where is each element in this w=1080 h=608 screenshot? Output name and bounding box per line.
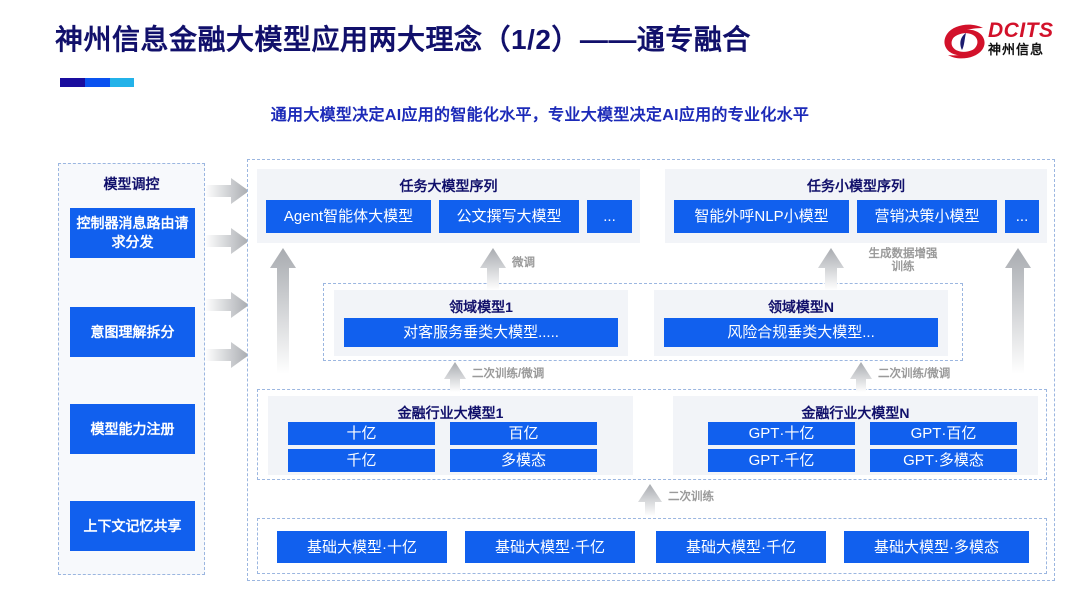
flow-arrow-right-3 xyxy=(205,292,249,318)
chip-industryn-gpt-hundred-billion[interactable]: GPT·千亿 xyxy=(708,449,855,472)
industry-model-dashed-group: 金融行业大模型1 十亿 百亿 千亿 多模态 金融行业大模型N GPT·十亿 GP… xyxy=(257,389,1047,480)
sidebar-item-intent-parsing[interactable]: 意图理解拆分 xyxy=(70,307,195,357)
arrow-up-retrain-finetune-right xyxy=(850,362,872,392)
accent-segment-3 xyxy=(109,78,134,87)
dcits-swirl-icon xyxy=(944,24,985,59)
chip-industry1-multimodal[interactable]: 多模态 xyxy=(450,449,597,472)
industry-model-1-title: 金融行业大模型1 xyxy=(397,405,504,421)
chip-industryn-gpt-billion[interactable]: GPT·十亿 xyxy=(708,422,855,445)
chip-marketing-decision-small-model[interactable]: 营销决策小模型 xyxy=(857,200,997,233)
accent-bar xyxy=(60,78,134,87)
chip-risk-compliance-vertical-model[interactable]: 风险合规垂类大模型... xyxy=(664,318,938,347)
logo-text-en: DCITS xyxy=(988,19,1054,42)
arrow-label-fine-tune: 微调 xyxy=(512,257,535,269)
chip-industry1-hundred-billion[interactable]: 千亿 xyxy=(288,449,435,472)
architecture-panel: 任务大模型序列 Agent智能体大模型 公文撰写大模型 ... 任务小模型序列 … xyxy=(247,159,1055,581)
chip-outbound-nlp-small-model[interactable]: 智能外呼NLP小模型 xyxy=(674,200,849,233)
domain-model-1-title: 领域模型1 xyxy=(449,299,513,315)
arrow-up-fine-tune xyxy=(480,248,506,290)
chip-industryn-gpt-ten-billion[interactable]: GPT·百亿 xyxy=(870,422,1017,445)
chip-agent-large-model[interactable]: Agent智能体大模型 xyxy=(266,200,431,233)
task-small-model-group: 任务小模型序列 智能外呼NLP小模型 营销决策小模型 ... xyxy=(665,169,1047,243)
domain-model-n-group: 领域模型N 风险合规垂类大模型... xyxy=(654,290,948,356)
arrow-up-retrain-finetune-left xyxy=(444,362,466,392)
industry-model-n-title: 金融行业大模型N xyxy=(801,405,910,421)
flow-arrow-right-4 xyxy=(205,342,249,368)
chip-task-small-more[interactable]: ... xyxy=(1005,200,1039,233)
base-model-dashed-group: 基础大模型·十亿 基础大模型·千亿 基础大模型·千亿 基础大模型·多模态 xyxy=(257,518,1047,574)
arrow-up-gen-data-aug xyxy=(818,248,844,290)
task-small-model-title: 任务小模型序列 xyxy=(807,178,905,194)
chip-base-model-hundred-billion-b[interactable]: 基础大模型·千亿 xyxy=(656,531,826,563)
chip-base-model-billion[interactable]: 基础大模型·十亿 xyxy=(277,531,447,563)
chip-industryn-gpt-multimodal[interactable]: GPT·多模态 xyxy=(870,449,1017,472)
arrow-label-retrain: 二次训练 xyxy=(668,491,714,503)
chip-task-large-more[interactable]: ... xyxy=(587,200,632,233)
accent-segment-1 xyxy=(60,78,86,87)
flow-arrow-right-1 xyxy=(205,178,249,204)
logo-text-cn: 神州信息 xyxy=(988,42,1045,57)
page-subtitle: 通用大模型决定AI应用的智能化水平，专业大模型决定AI应用的专业化水平 xyxy=(270,107,810,124)
task-large-model-group: 任务大模型序列 Agent智能体大模型 公文撰写大模型 ... xyxy=(257,169,640,243)
page-title: 神州信息金融大模型应用两大理念（1/2）——通专融合 xyxy=(55,24,751,55)
flow-arrow-right-2 xyxy=(205,228,249,254)
company-logo: DCITS 神州信息 xyxy=(942,18,1066,70)
chip-industry1-ten-billion[interactable]: 百亿 xyxy=(450,422,597,445)
chip-base-model-multimodal[interactable]: 基础大模型·多模态 xyxy=(844,531,1029,563)
task-large-model-title: 任务大模型序列 xyxy=(399,178,498,194)
domain-model-n-title: 领域模型N xyxy=(767,299,835,315)
model-control-sidebar: 模型调控 控制器消息路由请求分发 意图理解拆分 模型能力注册 上下文记忆共享 xyxy=(58,163,205,575)
arrow-up-industry-to-task-right xyxy=(1005,248,1031,374)
chip-customer-service-vertical-model[interactable]: 对客服务垂类大模型..... xyxy=(344,318,618,347)
sidebar-title: 模型调控 xyxy=(103,176,160,192)
arrow-label-retrain-finetune-right: 二次训练/微调 xyxy=(878,368,951,380)
arrow-label-gen-data-aug-line2: 训练 xyxy=(891,261,915,273)
chip-industry1-billion[interactable]: 十亿 xyxy=(288,422,435,445)
arrow-up-retrain-base xyxy=(638,484,662,516)
domain-model-1-group: 领域模型1 对客服务垂类大模型..... xyxy=(334,290,628,356)
arrow-label-retrain-finetune-left: 二次训练/微调 xyxy=(472,368,545,380)
sidebar-item-capability-registry[interactable]: 模型能力注册 xyxy=(70,404,195,454)
chip-base-model-hundred-billion-a[interactable]: 基础大模型·千亿 xyxy=(465,531,635,563)
industry-model-1-group: 金融行业大模型1 十亿 百亿 千亿 多模态 xyxy=(268,396,633,475)
industry-model-n-group: 金融行业大模型N GPT·十亿 GPT·百亿 GPT·千亿 GPT·多模态 xyxy=(673,396,1038,475)
logo-text: DCITS 神州信息 xyxy=(988,20,1054,58)
sidebar-item-controller-routing[interactable]: 控制器消息路由请求分发 xyxy=(70,208,195,258)
arrow-label-gen-data-aug-line1: 生成数据增强 xyxy=(868,248,938,260)
chip-document-writing-model[interactable]: 公文撰写大模型 xyxy=(439,200,579,233)
accent-segment-2 xyxy=(85,78,110,87)
domain-model-dashed-group: 领域模型1 对客服务垂类大模型..... 领域模型N 风险合规垂类大模型... xyxy=(323,283,963,361)
sidebar-item-context-memory[interactable]: 上下文记忆共享 xyxy=(70,501,195,551)
arrow-up-domain-to-task-left xyxy=(270,248,296,374)
